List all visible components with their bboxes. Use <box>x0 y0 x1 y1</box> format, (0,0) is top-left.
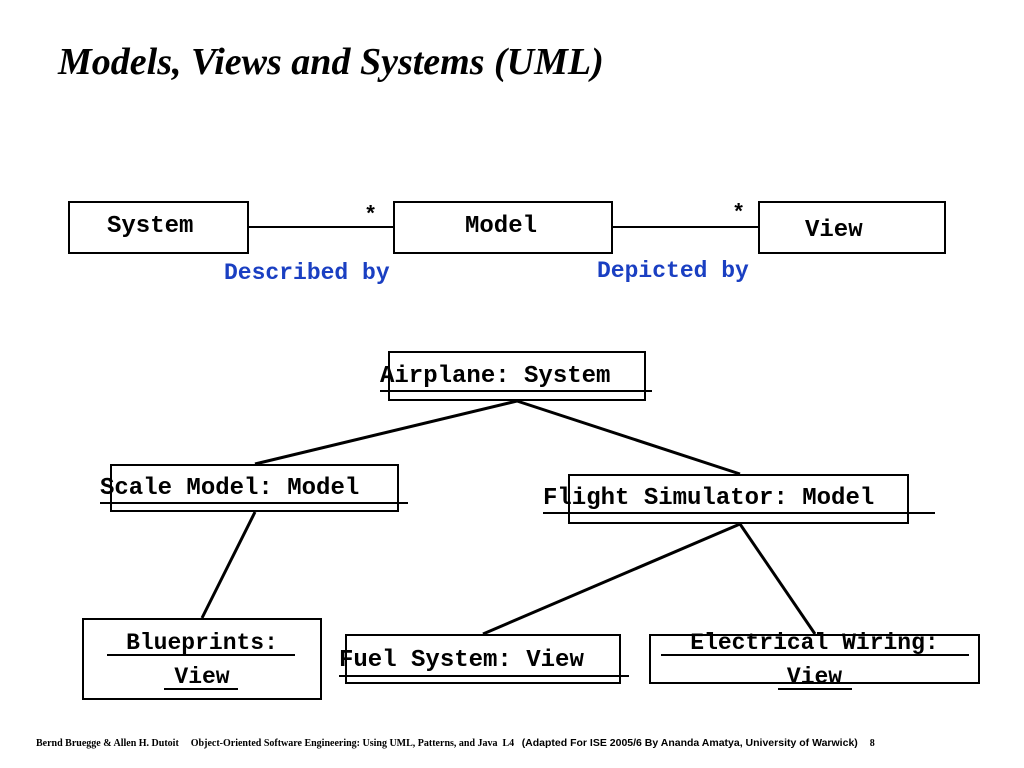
object-flight-simulator <box>568 474 909 524</box>
role-depicted-by: Depicted by <box>597 258 749 284</box>
object-electrical-line2: View <box>786 664 843 690</box>
class-view-label: View <box>805 217 863 244</box>
link-airplane-simulator <box>516 399 741 476</box>
multiplicity-system-model: * <box>364 203 378 228</box>
class-view <box>758 201 946 254</box>
object-fuel-system-label: Fuel System: View <box>339 647 584 674</box>
link-airplane-scale <box>254 399 518 466</box>
object-blueprints-line1: Blueprints: <box>126 630 278 656</box>
object-electrical-line1: Electrical Wiring: <box>690 630 939 656</box>
multiplicity-model-view: * <box>732 201 746 226</box>
object-airplane <box>388 351 646 401</box>
footer-page-number: 8 <box>869 738 875 749</box>
object-electrical-underline-2 <box>778 688 852 690</box>
class-model <box>393 201 613 254</box>
slide-footer: Bernd Bruegge & Allen H. Dutoit Object-Or… <box>36 737 875 749</box>
object-flight-simulator-label: Flight Simulator: Model <box>543 485 875 512</box>
link-scale-blueprints <box>200 511 257 619</box>
object-electrical-underline-1 <box>661 654 969 656</box>
object-airplane-label: Airplane: System <box>380 363 611 390</box>
class-model-label: Model <box>465 213 538 240</box>
object-blueprints-line2: View <box>174 664 230 690</box>
footer-lecture: L4 <box>502 738 515 749</box>
object-blueprints-underline-2 <box>164 688 238 690</box>
object-blueprints-underline-1 <box>107 654 295 656</box>
object-blueprints <box>82 618 322 700</box>
object-fuel-system <box>345 634 621 684</box>
object-fuel-system-underline <box>339 675 629 677</box>
footer-adapted: (Adapted For ISE 2005/6 By Ananda Amatya… <box>521 737 858 749</box>
class-system <box>68 201 249 254</box>
role-described-by: Described by <box>224 260 390 286</box>
link-simulator-fuel <box>482 522 741 636</box>
object-electrical-wiring-label: Electrical Wiring: View <box>649 626 980 694</box>
slide-title: Models, Views and Systems (UML) <box>58 41 604 83</box>
object-scale-model <box>110 464 399 512</box>
object-blueprints-label: Blueprints: View <box>82 626 322 694</box>
object-electrical-wiring <box>649 634 980 684</box>
link-simulator-electrical <box>738 523 817 635</box>
object-flight-simulator-underline <box>543 512 935 514</box>
object-scale-model-underline <box>100 502 408 504</box>
class-system-label: System <box>107 213 194 240</box>
object-scale-model-label: Scale Model: Model <box>100 475 360 502</box>
footer-authors: Bernd Bruegge & Allen H. Dutoit <box>36 738 179 749</box>
object-airplane-underline <box>380 390 652 392</box>
footer-book: Object-Oriented Software Engineering: Us… <box>190 738 498 749</box>
